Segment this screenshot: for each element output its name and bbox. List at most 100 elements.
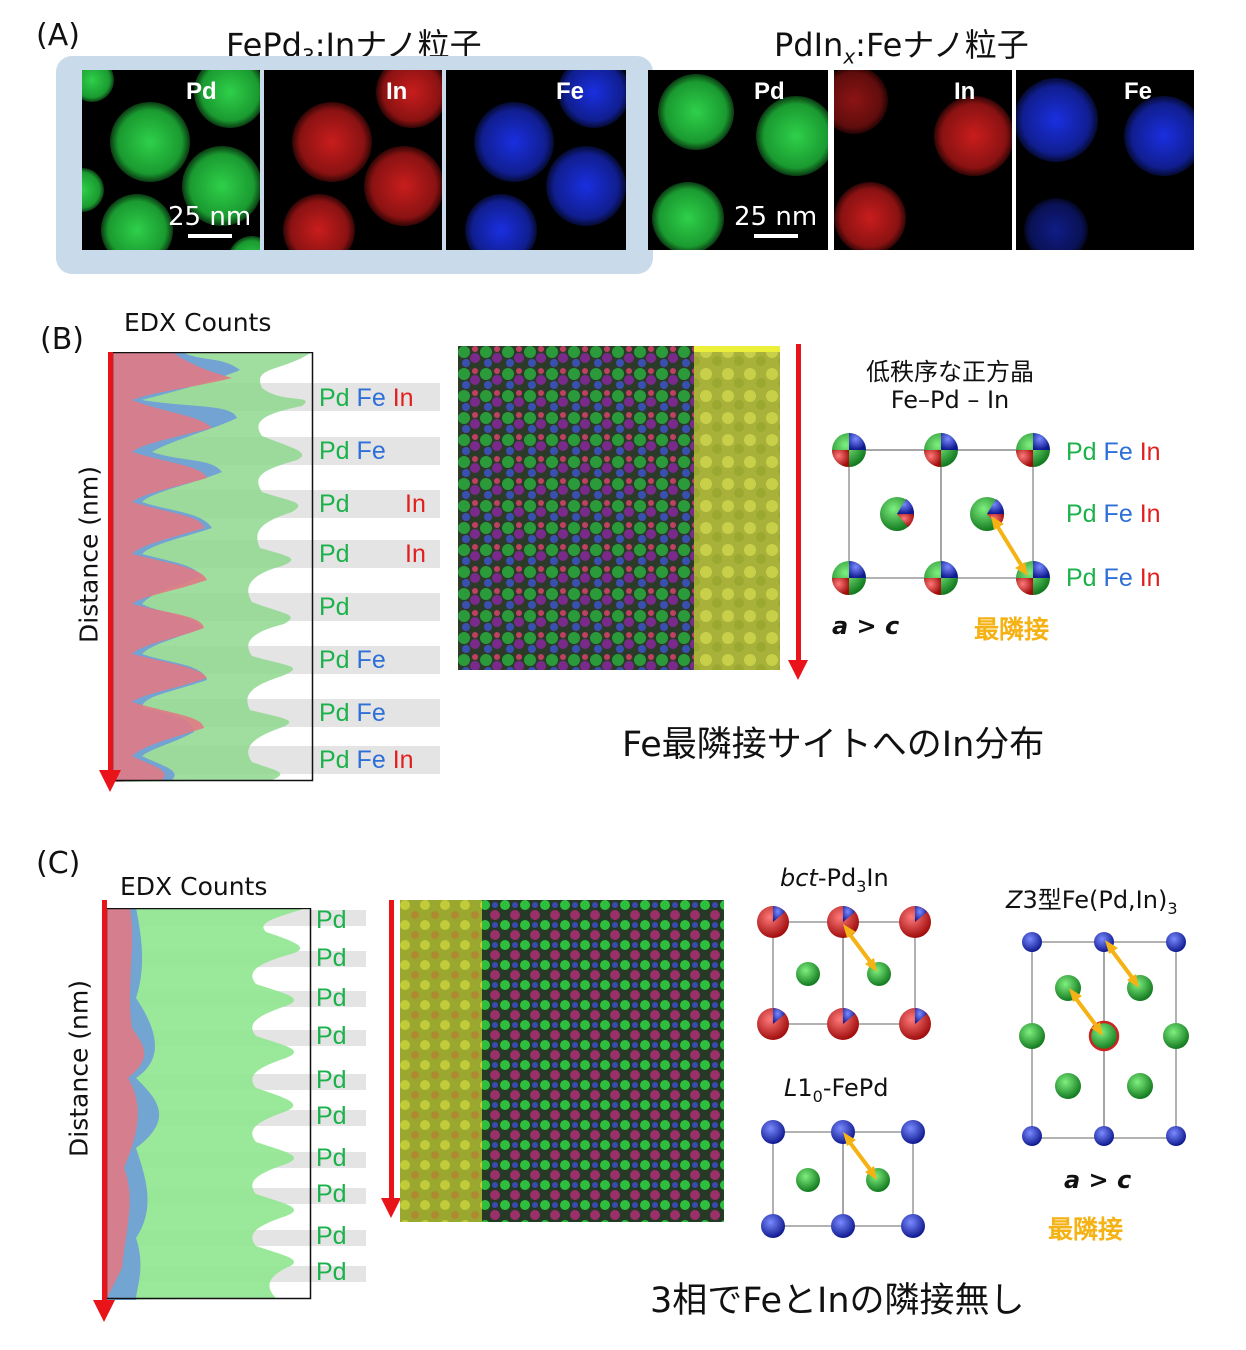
edx-profile-c [106,908,312,1300]
edx-map-in-left: In [264,70,442,250]
pd-label: Pd [316,1102,347,1130]
particle-map [834,70,1012,250]
element-label: Pd [186,78,217,105]
pd-label: Pd [316,1180,347,1208]
element-label: Fe [556,78,585,105]
pd-label: Pd [316,1258,347,1286]
unit-cell-bct [757,906,931,1040]
z3-title: Z3型Fe(Pd,In)3 [1006,880,1178,918]
row-label: Pd [319,540,350,569]
scalebar [754,234,798,238]
pd-atom [1055,1073,1081,1099]
fe-atom [831,1214,855,1238]
element-label: Fe [1124,78,1153,105]
pd-label: Pd [316,1066,347,1094]
row-label: Pd [319,490,350,519]
arrow-head [381,1198,401,1218]
scalebar [188,234,232,238]
arrow-head [93,1300,115,1322]
edx-map-in-right: In [834,70,1012,250]
particle-map [1016,78,1194,250]
in-atom [899,906,931,938]
pd-label: Pd [316,1144,347,1172]
scalebar-label: 25 nm [734,202,818,232]
mixed-site-atom [832,561,866,595]
atom-lattice [458,346,780,670]
pd-label: Pd [316,1022,347,1050]
row-label: Pd Fe [319,699,386,728]
fe-atom [1094,1126,1114,1146]
pd-label: Pd [319,384,350,412]
fe-atom [1022,1126,1042,1146]
fe-label: Fe [1103,564,1133,592]
edx-title: EDX Counts [124,308,272,337]
mixed-site-atom [1016,433,1050,467]
in-atom [827,906,859,938]
pdinx-fe-title: PdInx:Feナノ粒子 [774,20,1029,68]
structure-composition: Fe–Pd – In [890,386,1010,414]
arrow-head [99,770,121,792]
in-atom [757,1008,789,1040]
edx-title: EDX Counts [120,872,268,901]
pd-label: Pd [319,490,350,518]
haadf-edx-overlay-b [458,346,780,670]
title-main: 3型Fe(Pd,In) [1022,886,1168,914]
pd-curve [106,908,306,1300]
panel-c-label: (C) [36,846,81,881]
particle-map [283,70,442,250]
in-curve [112,352,232,782]
pd-label: Pd [316,906,347,934]
in-label: In [392,384,414,412]
row-label: Pd Fe [319,437,386,466]
edx-map-fe-left: Fe [446,70,626,250]
panel-b-label: (B) [40,322,84,357]
pd-atom [1019,1023,1045,1049]
arrow-head [788,660,808,680]
pd-atom [1163,1023,1189,1049]
title-main: -Pd [817,864,857,892]
unit-cell-l10 [761,1120,925,1238]
edx-map-pd-right: Pd 25 nm [648,70,828,250]
haadf-edx-overlay-c [400,900,724,1222]
in-label: In [1139,438,1161,466]
title-rest: :Feナノ粒子 [855,26,1029,64]
pd-label: Pd [1066,438,1097,466]
fe-label: Fe [356,437,386,465]
pd-atom [1127,1073,1153,1099]
fe-label: Fe [1103,438,1133,466]
title-main: 1 [797,1074,813,1102]
bct-pd3in-title: bct-Pd3In [780,864,889,896]
atom-lattice [400,900,724,1222]
row-label: Pd Fe In [319,746,414,775]
fe-label: Fe [356,646,386,674]
fe-label: Fe [356,699,386,727]
nearest-neighbor-arrow [991,516,1028,576]
pd-label: Pd [1066,564,1097,592]
in-label: In [405,540,426,568]
fe-label: Fe [356,746,386,774]
scan-arrow-b [796,344,801,662]
fe-atom [761,1214,785,1238]
nearest-neighbor-arrow [843,1132,877,1180]
pd-atom [796,962,820,986]
title-italic: Z [1006,886,1023,914]
pd-label: Pd [319,699,350,727]
cell-row-label: Pd Fe In [1066,500,1161,529]
nearest-neighbor-arrow [843,924,877,972]
cell-row-label: Pd Fe In [1066,564,1161,593]
axis-relation: a > c [1064,1166,1132,1194]
particle-map [652,74,828,250]
edx-map-pd-left: Pd 25 nm [82,70,260,250]
pd-atom [796,1168,820,1192]
fe-label: Fe [1103,500,1133,528]
unit-cell-z3 [1019,932,1189,1146]
panel-a-label: (A) [36,18,80,53]
title-post: In [866,864,889,892]
distance-ylabel: Distance (nm) [74,466,104,643]
in-label: In [1139,500,1161,528]
title-sub: 3 [1167,898,1178,918]
in-label: In [392,746,414,774]
nearest-neighbor-label: 最隣接 [974,615,1050,644]
pd-label: Pd [316,1222,347,1250]
title-main: PdIn [774,26,844,64]
